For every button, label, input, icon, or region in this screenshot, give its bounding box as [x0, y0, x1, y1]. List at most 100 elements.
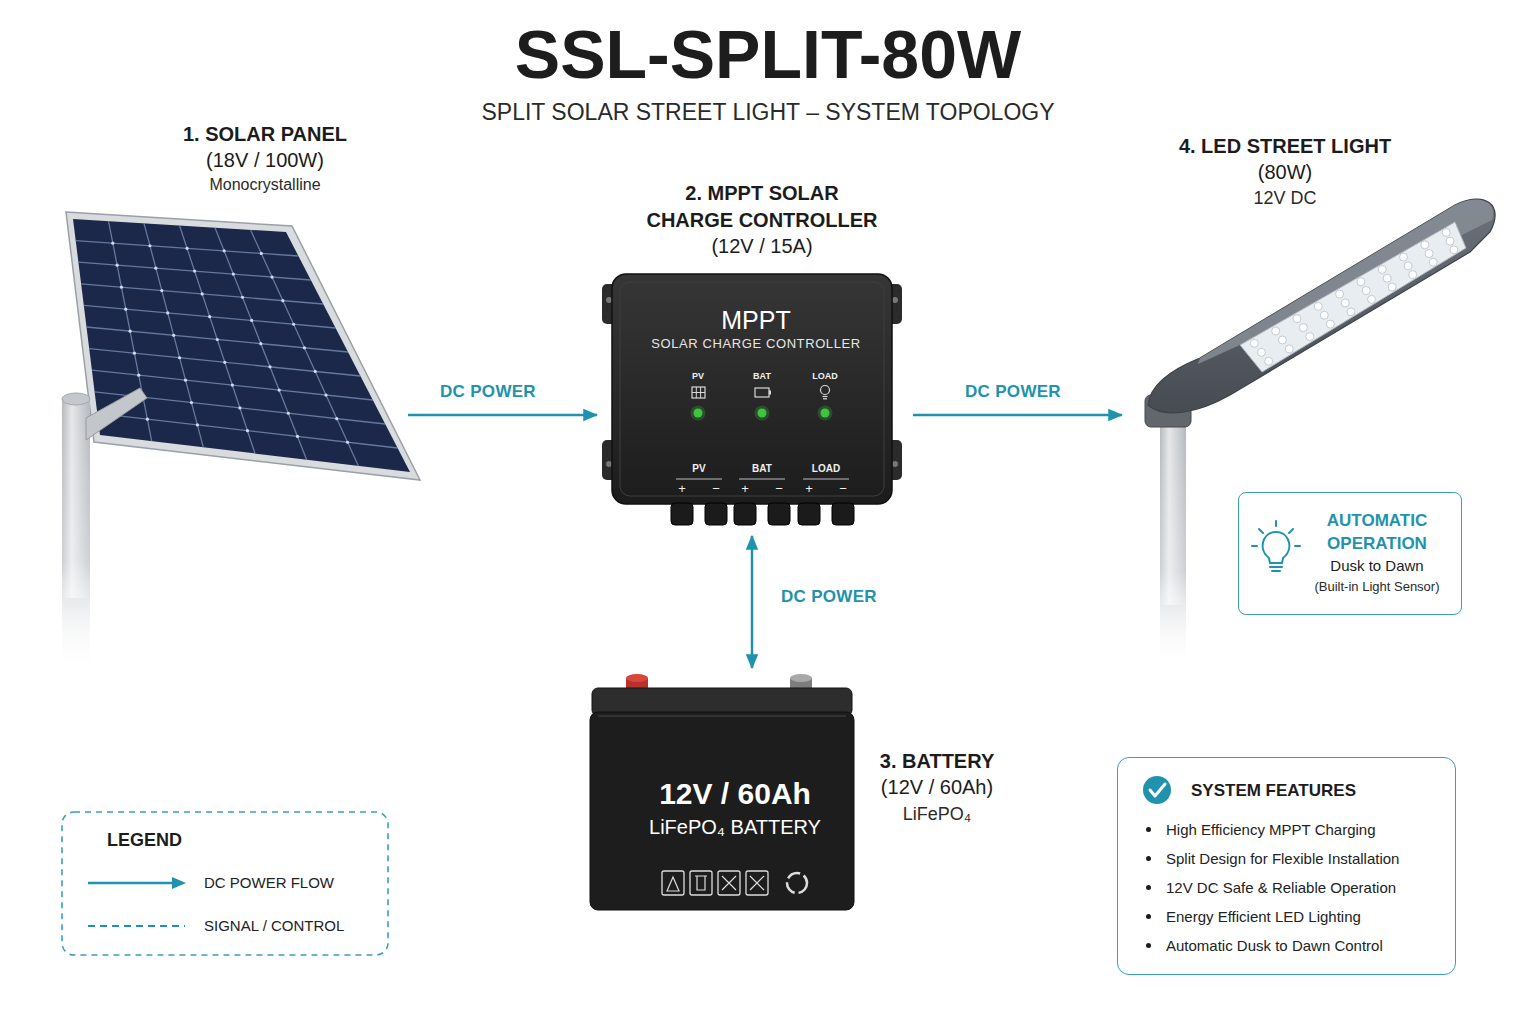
solar-cell-grid [215, 228, 307, 460]
led-street-light: 4. LED STREET LIGHT(80W)12V DC [1130, 215, 1500, 440]
solar-cell-grid [124, 308, 127, 311]
charge-controller-illustration [758, 409, 767, 418]
battery-illustration [598, 715, 846, 717]
legend-line [88, 882, 176, 885]
rating: (12V / 15A) [711, 234, 812, 259]
charge-controller-illustration [821, 409, 830, 418]
solar-cell-grid [144, 223, 203, 447]
panel-type: Monocrystalline [209, 175, 320, 195]
battery-illustration [626, 674, 648, 682]
polarity-mark: − [775, 482, 783, 496]
solar-cell-grid [141, 396, 144, 399]
solar-panel-illustration [62, 398, 90, 673]
bulb-icon [1252, 545, 1257, 547]
led-array [1320, 311, 1328, 319]
power-connector [408, 414, 597, 417]
solar-cell-grid [133, 352, 136, 355]
solar-cell-grid [281, 299, 284, 302]
battery-illustration [590, 712, 854, 910]
charge-controller-illustration [700, 387, 701, 398]
legend-swatch [86, 918, 192, 934]
solar-cell-grid [238, 406, 241, 409]
solar-cell-grid [184, 379, 187, 382]
bulb-icon [1263, 532, 1290, 563]
edge-label: DC POWER [778, 586, 880, 608]
charge-controller-illustration [821, 386, 830, 395]
led-array [1336, 290, 1344, 298]
solar-panel-illustration [62, 393, 90, 405]
led-array [1278, 336, 1286, 344]
diagram-title: SSL-SPLIT-80W [0, 18, 1536, 90]
led-array [1314, 302, 1322, 310]
led-array [1362, 287, 1370, 295]
charge-controller-illustration [620, 282, 884, 496]
solar-cell-grid [87, 327, 349, 352]
solar-panel-illustration [73, 219, 410, 472]
solar-cell-grid [246, 429, 249, 432]
device-brand: MPPT [721, 305, 790, 335]
led-array [1347, 308, 1355, 316]
led-array [1368, 295, 1376, 303]
solar-cell-grid [196, 423, 199, 426]
indicator-label: LOAD [812, 371, 838, 382]
legend-arrowhead [172, 877, 186, 889]
solar-cell-grid [231, 384, 234, 387]
bulb-icon [1272, 570, 1280, 572]
solar-panel-illustration [66, 212, 420, 480]
solar-cell-grid [193, 270, 196, 273]
solar-cell-grid [260, 252, 263, 255]
bulb-icon [1275, 521, 1277, 526]
charge-controller-illustration [755, 406, 770, 421]
rating: (18V / 100W) [206, 148, 324, 173]
charge-controller-illustration [606, 461, 612, 467]
power-connector [913, 414, 1122, 417]
solar-cell-grid [154, 267, 157, 270]
led-array [1400, 253, 1408, 261]
solar-cell-grid [303, 346, 306, 349]
safety-icons [750, 876, 764, 890]
street-light-illustration [1198, 200, 1493, 364]
check-badge [1143, 776, 1171, 804]
solar-cell-grid [178, 356, 181, 359]
charge-controller-illustration [602, 284, 624, 324]
street-light-illustration [1160, 425, 1186, 670]
solar-cell-grid [148, 244, 151, 247]
charge-controller-illustration [676, 479, 722, 480]
charge-controller-illustration [892, 297, 898, 303]
edge-label: DC POWER [437, 381, 539, 403]
solar-panel: 1. SOLAR PANEL(18V / 100W)Monocrystallin… [55, 205, 400, 490]
charge-controller-illustration [694, 409, 703, 418]
safety-icons [662, 871, 684, 895]
charge-controller-illustration [803, 479, 849, 480]
solar-cell-grid [116, 264, 119, 267]
led-array [1257, 348, 1265, 356]
safety-icons [667, 877, 679, 891]
battery-illustration [790, 678, 812, 690]
legend-line [88, 925, 185, 927]
bulb-icon [1259, 529, 1263, 533]
solar-cell-grid [232, 272, 235, 275]
led-array [1409, 271, 1417, 279]
solar-cell-grid [76, 221, 398, 466]
street-light-illustration [1240, 222, 1466, 372]
indicator-label: BAT [753, 371, 771, 382]
solar-cell-grid [172, 334, 175, 337]
battery-illustration [592, 688, 852, 716]
led-array [1357, 278, 1365, 286]
safety-icons [746, 871, 768, 895]
solar-cell-grid [109, 221, 152, 441]
safety-icons [722, 876, 736, 890]
solar-cell-grid [97, 413, 397, 448]
led-array [1250, 228, 1458, 365]
led-array [1285, 345, 1293, 353]
solar-cell-grid [84, 305, 336, 328]
led-array [1421, 241, 1429, 249]
cable-gland [671, 503, 693, 525]
solar-cell-grid [160, 289, 163, 292]
box-heading: SYSTEM FEATURES [1191, 780, 1431, 802]
solar-cell-grid [89, 349, 360, 376]
indicator-label: PV [692, 371, 704, 382]
battery-illustration [590, 674, 854, 910]
polarity-mark: + [805, 482, 813, 496]
polarity-mark: − [712, 482, 720, 496]
